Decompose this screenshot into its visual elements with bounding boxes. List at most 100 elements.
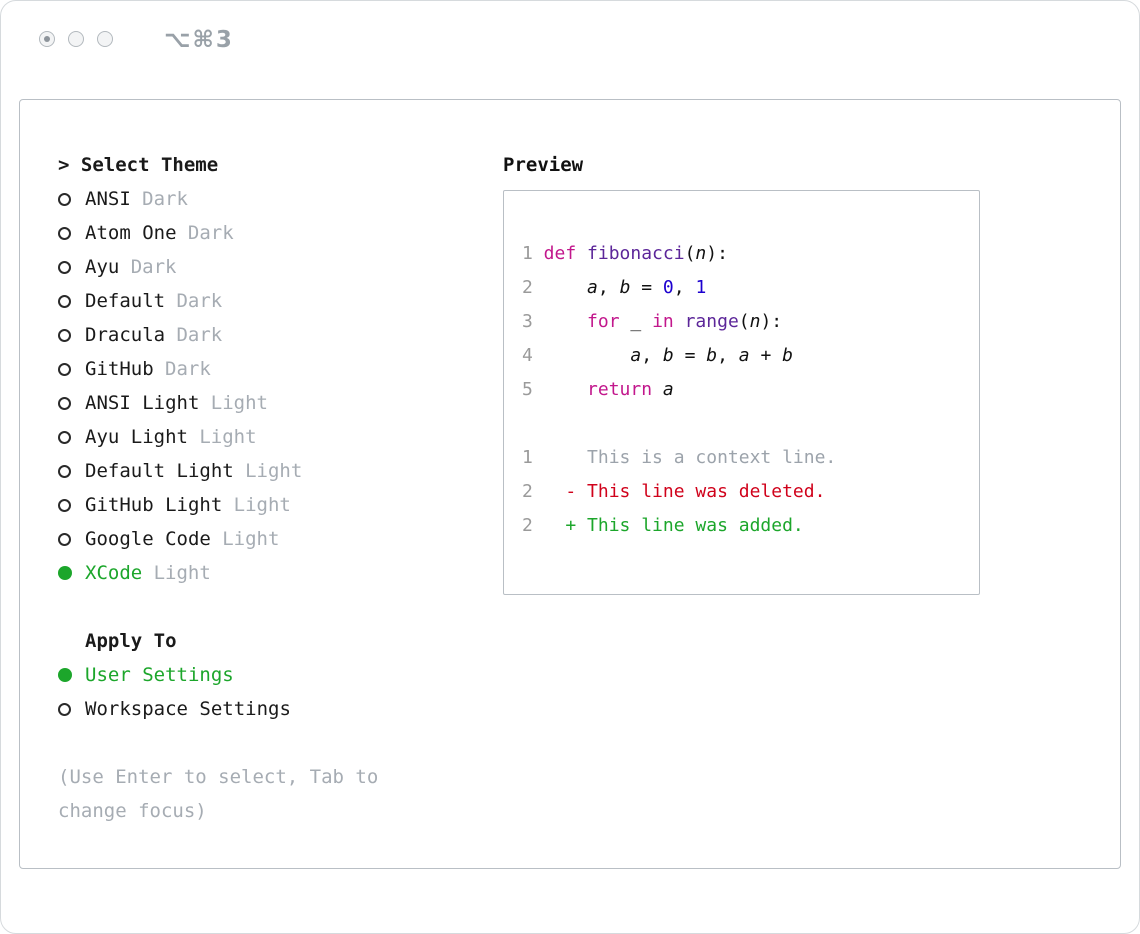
code-token-pl: = xyxy=(673,345,707,366)
option-label: User Settings xyxy=(85,664,234,686)
line-number: 3 xyxy=(522,311,533,332)
radio-bullet-icon xyxy=(58,226,85,240)
option-variant-label: Dark xyxy=(142,188,188,210)
apply-to-title: Apply To xyxy=(85,630,177,652)
preview-diff-line: 2 + This line was added. xyxy=(522,509,963,543)
selected-radio-icon xyxy=(58,566,72,580)
theme-option-default-light[interactable]: Default Light Light xyxy=(58,454,503,488)
radio-bullet-icon xyxy=(58,260,85,274)
theme-option-github[interactable]: GitHub Dark xyxy=(58,352,503,386)
traffic-light-minimize-button[interactable] xyxy=(68,31,84,47)
code-token-pl xyxy=(544,379,587,400)
option-variant-label: Dark xyxy=(130,256,177,278)
option-variant-label: Light xyxy=(222,528,280,550)
code-token-pl: ( xyxy=(684,243,696,264)
traffic-light-close-button[interactable] xyxy=(39,31,55,47)
code-token-var: a xyxy=(587,277,598,298)
option-variant-label: Light xyxy=(199,426,257,448)
theme-option-ansi[interactable]: ANSI Dark xyxy=(58,182,503,216)
line-number: 5 xyxy=(522,379,533,400)
preview-diff-line: 1 This is a context line. xyxy=(522,441,963,475)
radio-bullet-icon xyxy=(58,464,85,478)
option-variant-label: Dark xyxy=(165,358,211,380)
code-token-var: b xyxy=(782,345,793,366)
code-token-pl xyxy=(652,379,663,400)
option-label: ANSI Light xyxy=(85,392,200,414)
line-number: 2 xyxy=(522,481,533,502)
preview-code-line: 2 a, b = 0, 1 xyxy=(522,271,963,305)
code-token-pl xyxy=(544,345,631,366)
unselected-radio-icon xyxy=(58,498,71,512)
code-token-var: a xyxy=(662,379,674,400)
radio-bullet-icon xyxy=(58,192,85,206)
option-label: XCode xyxy=(85,562,143,584)
option-variant-label: Light xyxy=(245,460,303,482)
code-token-pl: , xyxy=(717,345,739,366)
code-token-var: b xyxy=(706,345,718,366)
option-variant-label: Dark xyxy=(176,324,223,346)
theme-option-atom-one[interactable]: Atom One Dark xyxy=(58,216,503,250)
option-label: Workspace Settings xyxy=(85,698,291,720)
blank-line xyxy=(522,407,963,441)
code-token-add: + This line was added. xyxy=(543,515,804,536)
code-token-pl: , xyxy=(641,345,663,366)
preview-diff-line: 2 - This line was deleted. xyxy=(522,475,963,509)
code-token-kw: return xyxy=(587,379,653,400)
unselected-radio-icon xyxy=(58,192,71,206)
theme-option-google-code[interactable]: Google Code Light xyxy=(58,522,503,556)
option-label: Default Light xyxy=(85,460,234,482)
traffic-light-zoom-button[interactable] xyxy=(97,31,113,47)
code-token-var: a xyxy=(630,345,642,366)
theme-option-ayu[interactable]: Ayu Dark xyxy=(58,250,503,284)
option-label: Atom One xyxy=(85,222,177,244)
code-token-pl: ): xyxy=(760,311,783,332)
line-number: 2 xyxy=(522,515,533,536)
line-number: 2 xyxy=(522,277,533,298)
unselected-radio-icon xyxy=(58,328,71,342)
code-token-var: a xyxy=(738,345,750,366)
unselected-radio-icon xyxy=(58,702,71,716)
code-token-pl xyxy=(674,311,685,332)
apply-option-user-settings[interactable]: User Settings xyxy=(58,658,503,692)
code-token-fn: fibonacci xyxy=(587,243,685,264)
radio-bullet-icon xyxy=(58,498,85,512)
option-variant-label: Dark xyxy=(187,222,234,244)
code-token-fn: range xyxy=(684,311,739,332)
option-label: Default xyxy=(85,290,166,312)
option-label: Ayu xyxy=(85,256,120,278)
radio-bullet-icon xyxy=(58,566,85,580)
code-token-num: 0 xyxy=(662,277,674,298)
preview-code-line: 5 return a xyxy=(522,373,963,407)
apply-option-workspace-settings[interactable]: Workspace Settings xyxy=(58,692,503,726)
option-label: Google Code xyxy=(85,528,211,550)
code-token-kw: def xyxy=(543,243,577,264)
code-token-pl: _ xyxy=(619,311,653,332)
option-label: ANSI xyxy=(85,188,131,210)
option-label: GitHub xyxy=(85,358,154,380)
code-token-pl: , xyxy=(673,277,696,298)
select-theme-title: > Select Theme xyxy=(58,154,219,176)
code-token-pl: ): xyxy=(706,243,728,264)
preview-code-line: 3 for _ in range(n): xyxy=(522,305,963,339)
line-number: 4 xyxy=(522,345,533,366)
code-token-del: - This line was deleted. xyxy=(543,481,826,502)
code-token-var: b xyxy=(662,345,674,366)
code-token-kw: in xyxy=(652,311,674,332)
close-dot-icon xyxy=(44,36,50,42)
code-token-pl xyxy=(576,243,587,264)
code-token-pl: = xyxy=(630,277,663,298)
code-token-ctx: This is a context line. xyxy=(543,447,837,468)
radio-bullet-icon xyxy=(58,362,85,376)
radio-bullet-icon xyxy=(58,430,85,444)
radio-bullet-icon xyxy=(58,294,85,308)
code-token-kw: for xyxy=(587,311,620,332)
